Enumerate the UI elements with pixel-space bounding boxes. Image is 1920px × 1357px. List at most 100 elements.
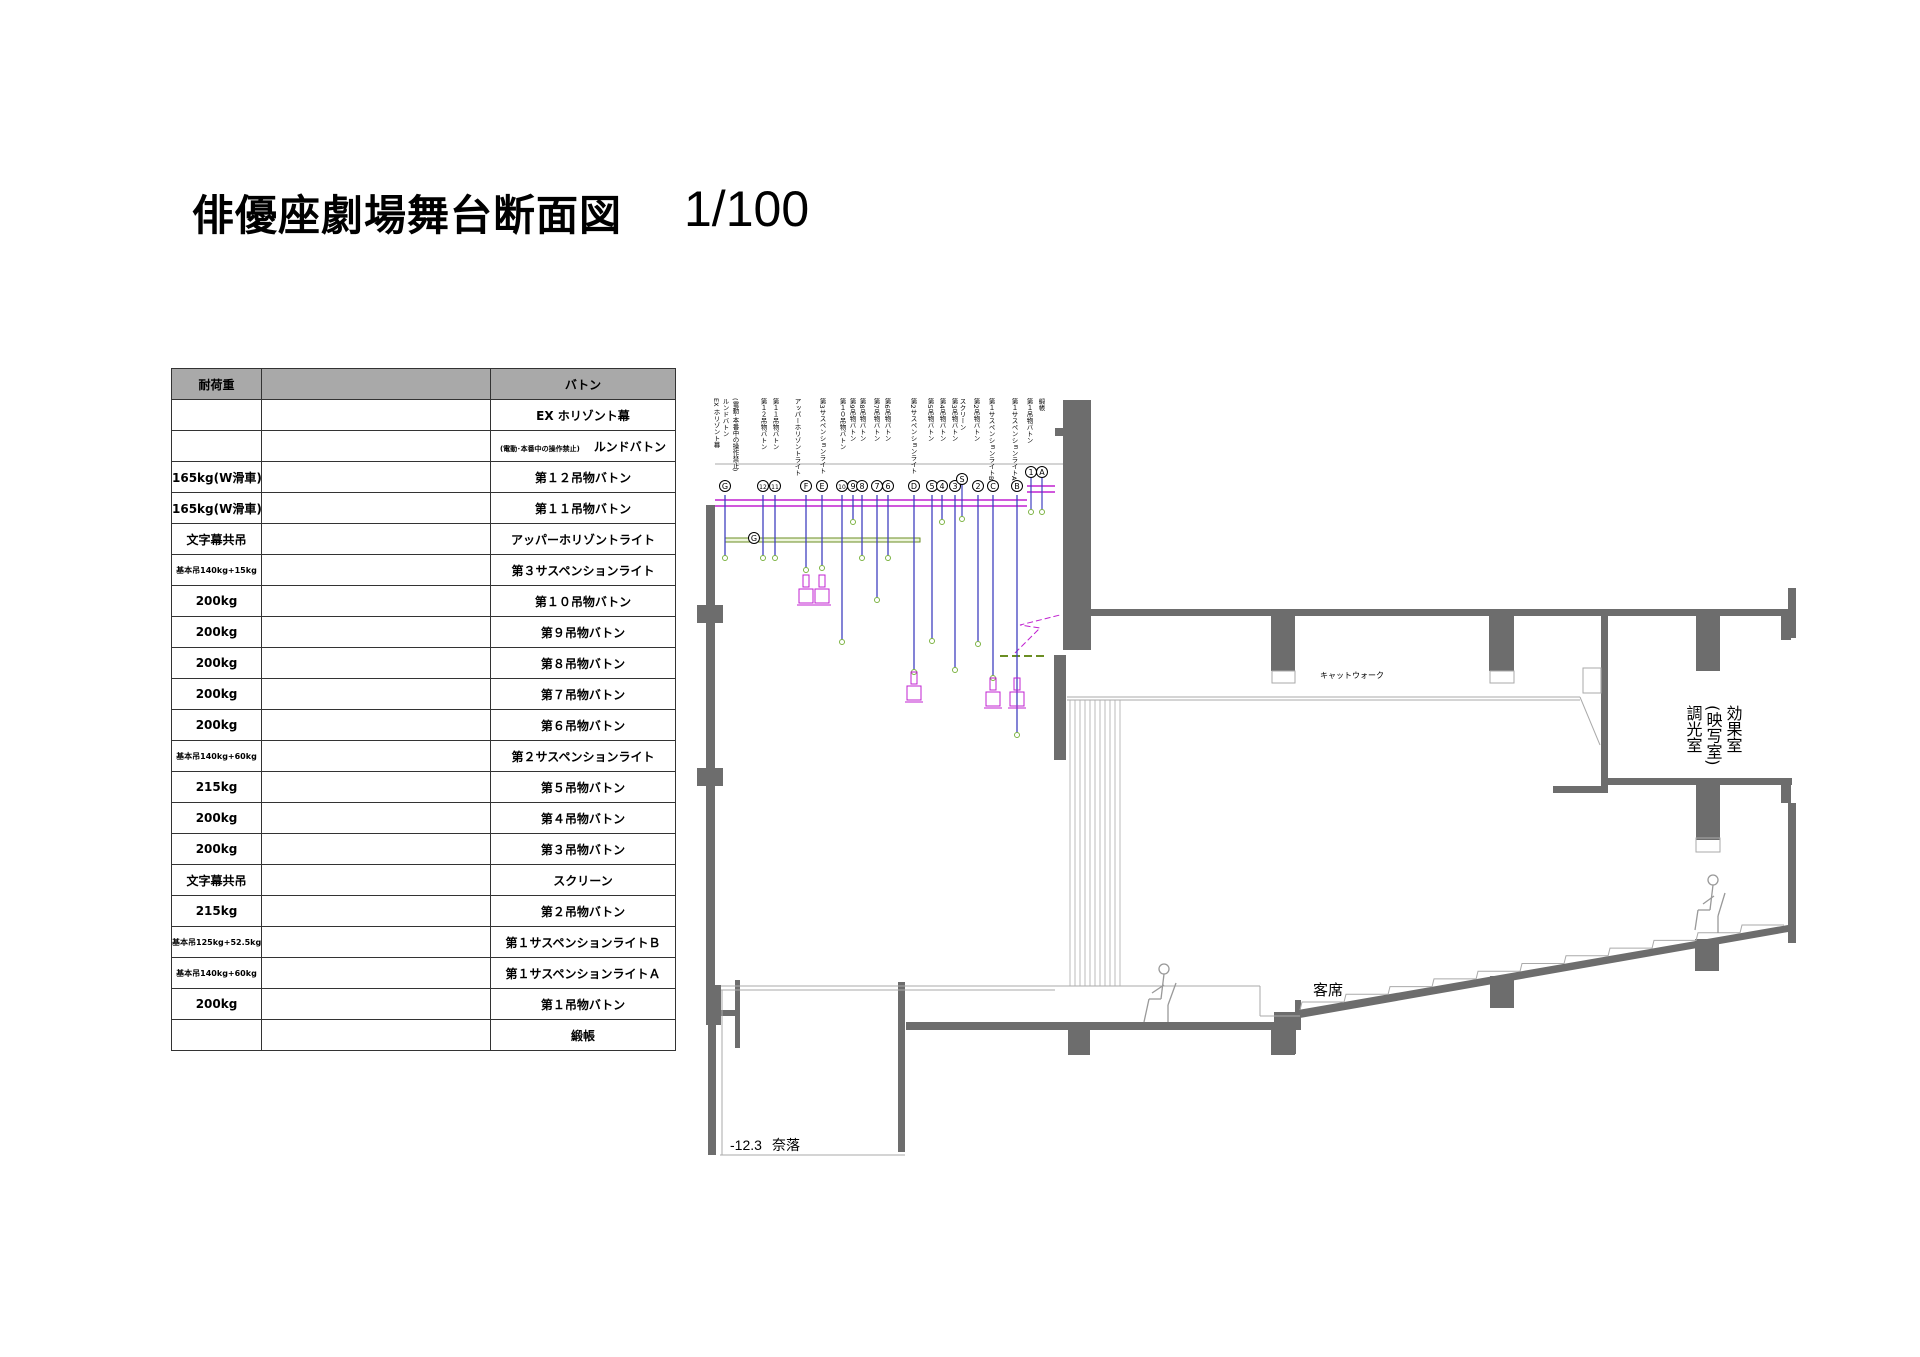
- pit-wall-left: [708, 1025, 716, 1155]
- curtain-stripes: [1069, 700, 1121, 986]
- light-fixture-icon: [813, 574, 831, 606]
- pit-label: 奈落: [772, 1138, 800, 1154]
- batten-marker-label: 8: [859, 482, 864, 491]
- batten-end-dot: [850, 519, 856, 525]
- batten-marker-label: 9: [850, 482, 855, 491]
- seat-step: [1607, 947, 1652, 957]
- baton-cell: 第８吊物バトン: [490, 647, 676, 679]
- batten-end-dot: [959, 516, 965, 522]
- batten-end-dot: [929, 638, 935, 644]
- g-batten-label: G: [751, 534, 757, 543]
- batten-marker-label: E: [819, 482, 824, 491]
- batten-marker-label: F: [804, 482, 809, 491]
- batten-end-dot: [939, 519, 945, 525]
- batten-vertical-label: 第3吊物バトン: [950, 397, 958, 441]
- blank-cell: [261, 802, 491, 834]
- baton-name: 第８吊物バトン: [540, 656, 626, 671]
- batten-marker-label: 11: [771, 484, 779, 491]
- batten-vertical-label: 第１吊物バトン: [1025, 397, 1033, 444]
- baton-cell: 第３サスペンションライト: [490, 554, 676, 586]
- baton-cell: 第４吊物バトン: [490, 802, 676, 834]
- baton-cell: 第５吊物バトン: [490, 771, 676, 803]
- blank-cell: [261, 895, 491, 927]
- light-fixture-icon: [984, 677, 1002, 709]
- room-label: (映写室): [1704, 705, 1723, 765]
- proscenium-wall: [1063, 400, 1091, 650]
- batten-vertical-label: ルンドバトン: [721, 398, 729, 437]
- baton-name: スクリーン: [553, 873, 613, 888]
- control-room-wall: [1601, 616, 1608, 786]
- seating-steps: [1299, 924, 1784, 1011]
- baton-cell: 第６吊物バトン: [490, 709, 676, 741]
- table-row: 200kg 第１吊物バトン: [171, 988, 676, 1020]
- audience-figures: [1143, 874, 1726, 1023]
- baton-cell: 第１吊物バトン: [490, 988, 676, 1020]
- baton-name: アッパーホリゾントライト: [510, 532, 655, 547]
- batten-marker-label: B: [1014, 482, 1020, 491]
- baton-cell: 第７吊物バトン: [490, 678, 676, 710]
- baton-name: 第９吊物バトン: [540, 625, 626, 640]
- baton-name: 第２吊物バトン: [540, 904, 626, 919]
- batten-vertical-label: 第7吊物バトン: [872, 397, 880, 441]
- baton-cell: (電動･本番中の操作禁止)ルンドバトン: [490, 430, 676, 462]
- blank-cell: [261, 957, 491, 989]
- batten-system: [715, 466, 1061, 738]
- batten-end-dot: [803, 567, 809, 573]
- page-title: 俳優座劇場舞台断面図: [192, 191, 623, 240]
- seat-step: [1299, 1001, 1344, 1011]
- blank-cell: [261, 554, 491, 586]
- blank-cell: [261, 926, 491, 958]
- load-cell: 文字幕共吊: [171, 864, 262, 896]
- blank-cell: [261, 461, 491, 493]
- baton-name: 第１１吊物バトン: [534, 501, 632, 516]
- batten-end-dot: [952, 667, 958, 673]
- batten-vertical-label: 第4吊物バトン: [938, 397, 946, 441]
- baton-name: 第１サスペンションライトＢ: [505, 935, 661, 950]
- load-cell: 200kg: [171, 988, 262, 1020]
- rear-wall: [1788, 803, 1796, 943]
- batten-marker: [956, 473, 968, 485]
- fine-lines: [715, 463, 1721, 1156]
- batten-marker: [908, 480, 920, 492]
- batten-marker: [800, 480, 812, 492]
- stage-back-wall: [706, 505, 715, 1025]
- raked-seating-slab: [1298, 925, 1788, 1018]
- batten-marker-label: 1: [1028, 468, 1033, 477]
- baton-name: 第６吊物バトン: [540, 718, 626, 733]
- baton-cell: 第２吊物バトン: [490, 895, 676, 927]
- batten-vertical-label: 第8吊物バトン: [858, 397, 866, 441]
- batten-marker-label: 4: [939, 482, 944, 491]
- building-structure: [697, 400, 1796, 1155]
- batten-marker: [882, 480, 894, 492]
- table-row: 165kg(W滑車)第１２吊物バトン: [171, 461, 676, 493]
- batten-vertical-label: 第9吊物バトン: [848, 397, 856, 441]
- load-cell: 165kg(W滑車): [171, 492, 262, 524]
- baton-name: 第１サスペンションライトＡ: [505, 966, 661, 981]
- seat-step: [1563, 955, 1608, 964]
- load-cell: 215kg: [171, 771, 262, 803]
- batten-marker: [1036, 466, 1048, 478]
- baton-name: EX ホリゾント幕: [536, 408, 630, 423]
- baton-cell: 緞帳: [490, 1019, 676, 1051]
- baton-name: 第５吊物バトン: [540, 780, 626, 795]
- column-header-blank: [261, 368, 491, 400]
- batten-end-dot: [839, 639, 845, 645]
- batten-marker-label: C: [990, 482, 996, 491]
- batten-marker-label: 12: [759, 484, 767, 491]
- load-cell: 200kg: [171, 833, 262, 865]
- seat-step: [1475, 970, 1520, 980]
- batten-end-dot: [1039, 509, 1045, 515]
- batten-vertical-label: 第１２吊物バトン: [759, 397, 767, 450]
- load-cell: 165kg(W滑車): [171, 461, 262, 493]
- baton-name: 第４吊物バトン: [540, 811, 626, 826]
- batten-marker: [856, 480, 868, 492]
- batten-marker-label: D: [911, 482, 917, 491]
- seat-step: [1431, 978, 1476, 988]
- batten-vertical-label: 第１１吊物バトン: [771, 397, 779, 450]
